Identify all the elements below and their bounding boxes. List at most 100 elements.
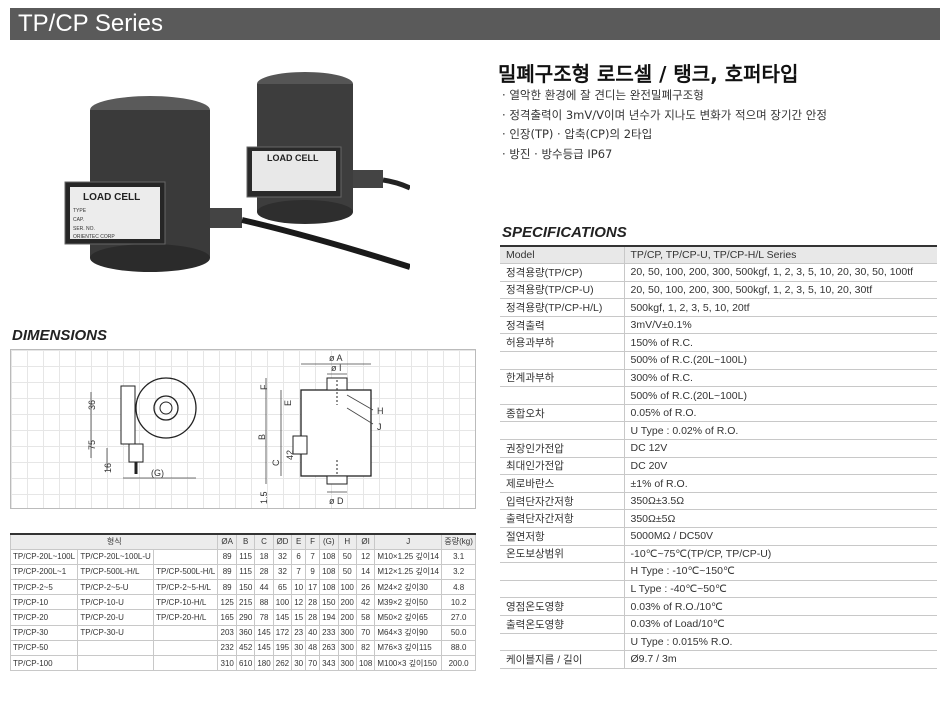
- spec-key: 케이블지름 / 길이: [500, 650, 624, 669]
- dim-cell: TP/CP-200L~1: [9, 563, 79, 581]
- spec-value: DC 12V: [623, 439, 937, 458]
- dim-cell: TP/CP-500L-H/L: [77, 563, 155, 581]
- dim-cell: 28: [305, 594, 321, 611]
- dim-f-label: F: [259, 384, 269, 390]
- dim-cell: TP/CP-2~5-U: [77, 579, 155, 596]
- spec-key: 최대인가전압: [500, 457, 624, 476]
- dim-cell: TP/CP-50: [9, 639, 79, 657]
- dim-cell: 452: [235, 639, 256, 657]
- dim-cell: 82: [355, 639, 376, 657]
- dim-cell: 65: [272, 579, 293, 596]
- dim-cell: 125: [217, 594, 237, 611]
- dim-cell: M24×2 깊이30: [374, 579, 443, 596]
- dim-e-label: E: [283, 400, 293, 406]
- spec-value: 5000MΩ / DC50V: [623, 527, 937, 546]
- front-label-loadcell: LOAD CELL: [83, 192, 140, 203]
- dim-phid-label: ø D: [329, 496, 344, 506]
- dim-cell: 10.2: [441, 594, 476, 611]
- spec-row: L Type : -40℃~50℃: [500, 580, 937, 599]
- dim-cell: 200: [337, 609, 357, 626]
- dim-cell: TP/CP-20-U: [77, 609, 155, 626]
- dim-cell: 300: [337, 624, 357, 641]
- dim-phia-label: ø A: [329, 353, 343, 363]
- spec-value: 20, 50, 100, 200, 300, 500kgf, 1, 2, 3, …: [623, 263, 937, 282]
- dim-cell: 17: [305, 579, 321, 596]
- spec-value: DC 20V: [623, 457, 937, 476]
- spec-key: 정격출력: [500, 316, 624, 335]
- spec-value: -10℃~75℃(TP/CP, TP/CP-U): [623, 545, 937, 564]
- dim-cell: 3.1: [441, 548, 476, 565]
- dim-header-cell: ØA: [217, 532, 237, 550]
- spec-value: 500% of R.C.(20L~100L): [623, 351, 937, 370]
- spec-value: ±1% of R.O.: [623, 474, 937, 493]
- spec-key: 정격용량(TP/CP): [500, 263, 624, 282]
- spec-row: 정격용량(TP/CP-H/L)500kgf, 1, 2, 3, 5, 10, 2…: [500, 298, 937, 317]
- spec-value: 0.03% of Load/10℃: [623, 615, 937, 634]
- spec-key: 허용과부하: [500, 333, 624, 353]
- dimensions-title: DIMENSIONS: [12, 327, 108, 344]
- dim-header-cell: 형식: [9, 532, 219, 550]
- dim-cell: 610: [235, 654, 256, 672]
- spec-key: 출력온도영향: [500, 615, 624, 634]
- dim-c-label: C: [271, 459, 281, 466]
- dim-cell: 145: [272, 609, 293, 626]
- spec-key: 정격용량(TP/CP-H/L): [500, 298, 624, 317]
- dim-75-label: 75: [87, 440, 97, 450]
- dim-cell: 9: [305, 563, 321, 581]
- dim-h-label: H: [377, 406, 384, 416]
- dim-cell: 50.0: [441, 624, 476, 641]
- dimension-drawing-svg: 36 75 16 (G) ø A ø I F E B C 42 1.5: [87, 353, 384, 506]
- dim-cell: 15: [291, 609, 307, 626]
- dim-cell: 200.0: [441, 654, 476, 672]
- dim-cell: 89: [217, 563, 237, 581]
- dim-cell: 27.0: [441, 609, 476, 626]
- spec-value: 350Ω±3.5Ω: [623, 492, 937, 511]
- page-title: TP/CP Series: [10, 8, 940, 40]
- dim-j-label: J: [377, 422, 382, 432]
- spec-row: 정격용량(TP/CP)20, 50, 100, 200, 300, 500kgf…: [500, 263, 937, 282]
- specifications-title: SPECIFICATIONS: [502, 224, 627, 241]
- spec-key: [500, 421, 624, 441]
- dim-b-label: B: [257, 434, 267, 440]
- dim-cell: 88.0: [441, 639, 476, 657]
- dim-42-label: 42: [285, 450, 295, 460]
- product-heading: 밀폐구조형 로드셀 / 탱크, 호퍼타입: [498, 62, 799, 86]
- spec-value: L Type : -40℃~50℃: [623, 580, 937, 599]
- dim-16-label: 16: [103, 463, 113, 473]
- dim-cell: 233: [319, 624, 339, 641]
- dim-cell: M39×2 깊이50: [374, 594, 443, 611]
- spec-key: [500, 386, 624, 405]
- dim-cell: 28: [305, 609, 321, 626]
- dim-g-label: (G): [151, 468, 164, 478]
- feature-item: 열악한 환경에 잘 견디는 완전밀폐구조형: [502, 86, 827, 106]
- spec-key: [500, 580, 624, 599]
- spec-key: 한계과부하: [500, 369, 624, 388]
- dim-cell: 30: [291, 639, 307, 657]
- spec-key: 종합오차: [500, 404, 624, 423]
- spec-value: 20, 50, 100, 200, 300, 500kgf, 1, 2, 3, …: [623, 281, 937, 300]
- dim-cell: 150: [235, 579, 256, 596]
- dim-36-label: 36: [87, 400, 97, 410]
- dim-cell: 4.8: [441, 579, 476, 596]
- spec-key: 영점온도영향: [500, 597, 624, 616]
- spec-row: 500% of R.C.(20L~100L): [500, 351, 937, 370]
- spec-key: 입력단자간저항: [500, 492, 624, 511]
- dim-cell: 78: [254, 609, 274, 626]
- dim-cell: 108: [319, 548, 339, 565]
- dim-cell: 14: [355, 563, 376, 581]
- product-photo: LOAD CELL LOAD CELL TYPE CAP. SER. NO. O…: [64, 72, 410, 272]
- dim-cell: M64×3 깊이90: [374, 624, 443, 641]
- dim-cell: 10: [291, 579, 307, 596]
